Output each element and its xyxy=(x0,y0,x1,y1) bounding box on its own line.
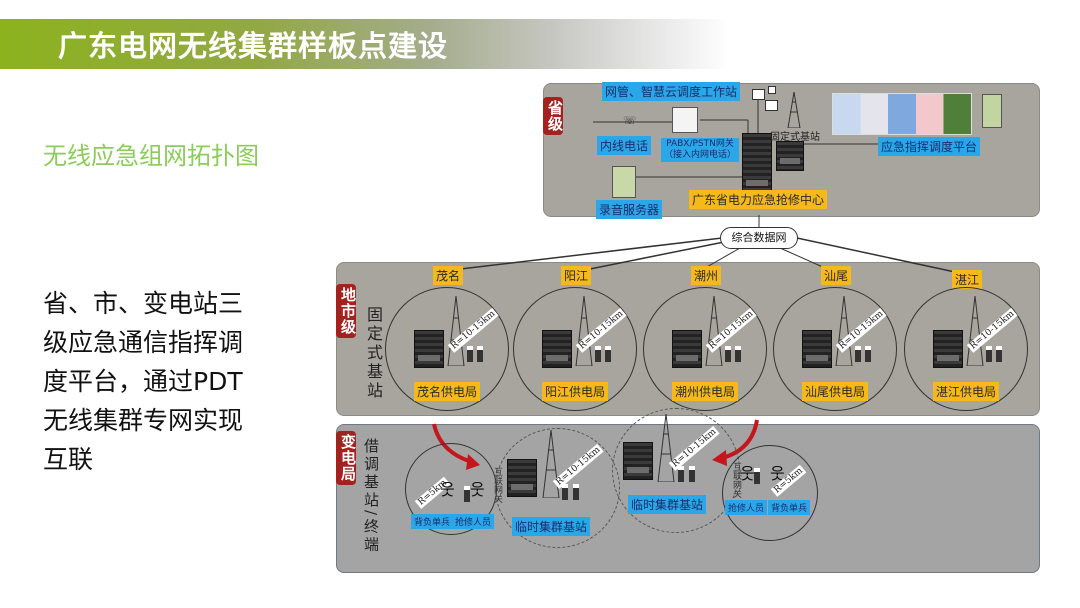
monitor-icon xyxy=(765,100,778,111)
radio-icon xyxy=(678,466,684,482)
radio-icon xyxy=(595,346,601,362)
temp-rack-icon xyxy=(623,442,653,480)
bureau-label: 茂名供电局 xyxy=(414,382,481,401)
city-name-label: 潮州 xyxy=(691,266,722,285)
radio-icon xyxy=(865,346,871,362)
substation-level-badge: 变电局 xyxy=(336,431,357,485)
backpack-soldier-icon: 웃 xyxy=(770,464,785,483)
radio-icon xyxy=(464,486,470,502)
city-name-label: 湛江 xyxy=(952,270,983,289)
repair-person-icon: 웃 xyxy=(740,464,755,483)
recording-server-icon xyxy=(612,166,636,198)
temp-station-label: 临时集群基站 xyxy=(512,517,591,536)
radio-icon xyxy=(996,346,1002,362)
gateway-label: PABX/PSTN网关 （接入内网电话） xyxy=(661,138,740,162)
radio-icon xyxy=(605,346,611,362)
video-wall-icon xyxy=(832,93,972,135)
bureau-label: 汕尾供电局 xyxy=(802,382,869,401)
radio-icon xyxy=(986,346,992,362)
radio-icon xyxy=(467,346,473,362)
repair-person-icon: 웃 xyxy=(470,480,485,499)
coverage-circle xyxy=(513,287,637,411)
description-line: 无线集群专网实现 xyxy=(43,406,244,435)
coverage-circle xyxy=(385,287,509,411)
center-label: 广东省电力应急抢修中心 xyxy=(689,190,828,209)
gateway-label-line: PABX/PSTN网关 xyxy=(666,139,734,149)
radio-icon xyxy=(754,468,760,484)
coverage-circle xyxy=(773,287,897,411)
temp-station-label: 临时集群基站 xyxy=(628,495,707,514)
description-text: 省、市、变电站三 级应急通信指挥调 度平台，通过PDT 无线集群专网实现 互联 xyxy=(43,284,283,479)
base-station-rack-icon xyxy=(672,330,702,368)
fixed-station-label: 固定式基站 xyxy=(770,132,820,143)
city-type-label: 固定式基站 xyxy=(364,306,383,401)
backpack-label: 背负单兵 xyxy=(411,514,454,529)
command-platform-label: 应急指挥调度平台 xyxy=(878,137,981,156)
description-line: 互联 xyxy=(43,445,94,474)
city-name-label: 茂名 xyxy=(433,266,464,285)
radio-icon xyxy=(573,484,579,500)
bureau-label: 阳江供电局 xyxy=(542,382,609,401)
central-rack-icon xyxy=(742,133,772,193)
gateway-vertical-label: 互联网关 xyxy=(731,462,741,498)
backpack-label: 背负单兵 xyxy=(768,500,811,515)
gateway-label-line: （接入内网电话） xyxy=(664,150,737,160)
base-station-rack-icon xyxy=(776,141,804,171)
antenna-tower-icon xyxy=(787,92,801,128)
storage-icon xyxy=(982,94,1002,128)
city-level-badge: 地市级 xyxy=(336,284,357,338)
antenna-tower-icon xyxy=(542,430,560,498)
radio-icon xyxy=(725,346,731,362)
phone-icon: ☏ xyxy=(623,114,637,127)
phone-label: 内线电话 xyxy=(597,136,652,155)
description-line: 级应急通信指挥调 xyxy=(43,328,244,357)
antenna-tower-icon xyxy=(657,414,675,482)
title-bar xyxy=(0,19,860,69)
radio-icon xyxy=(689,466,695,482)
base-station-rack-icon xyxy=(933,330,963,368)
province-level-badge: 省级 xyxy=(543,97,564,135)
radio-icon xyxy=(735,346,741,362)
substation-type-label: 借调基站/终端 xyxy=(362,438,380,555)
city-name-label: 阳江 xyxy=(561,266,592,285)
gateway-server-icon xyxy=(672,107,698,133)
bureau-label: 潮州供电局 xyxy=(672,382,739,401)
radio-icon xyxy=(562,484,568,500)
data-network-cloud: 综合数据网 xyxy=(720,227,798,249)
diagram-subtitle: 无线应急组网拓扑图 xyxy=(43,142,259,170)
coverage-circle xyxy=(643,287,767,411)
radio-icon xyxy=(855,346,861,362)
city-name-label: 汕尾 xyxy=(821,266,852,285)
repair-label: 抢修人员 xyxy=(725,500,768,515)
radio-icon xyxy=(477,346,483,362)
coverage-circle-small xyxy=(722,445,818,541)
recording-server-label: 录音服务器 xyxy=(596,200,663,219)
description-line: 省、市、变电站三 xyxy=(43,289,244,318)
bureau-label: 湛江供电局 xyxy=(933,382,1000,401)
base-station-rack-icon xyxy=(542,330,572,368)
repair-label: 抢修人员 xyxy=(452,514,495,529)
temp-rack-icon xyxy=(507,459,537,497)
coverage-circle xyxy=(904,287,1028,411)
base-station-rack-icon xyxy=(414,330,444,368)
workstation-label: 网管、智慧云调度工作站 xyxy=(602,82,741,101)
backpack-soldier-icon: 웃 xyxy=(440,480,455,499)
base-station-rack-icon xyxy=(802,330,832,368)
page-title: 广东电网无线集群样板点建设 xyxy=(58,29,449,63)
description-line: 度平台，通过PDT xyxy=(43,367,243,396)
monitor-icon xyxy=(752,89,765,100)
monitor-icon xyxy=(768,86,776,94)
